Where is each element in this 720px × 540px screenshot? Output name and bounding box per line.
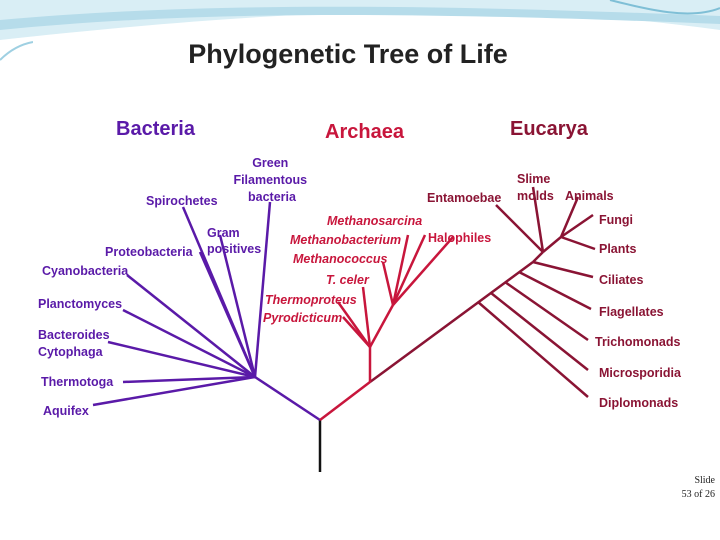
branch-cyanobacteria bbox=[126, 274, 256, 378]
label-bacteroides-line2: Cytophaga bbox=[38, 345, 104, 359]
label-proteobacteria: Proteobacteria bbox=[105, 245, 194, 259]
branch-animals bbox=[559, 196, 580, 238]
label-ciliates: Ciliates bbox=[599, 273, 644, 287]
archaea-upper-stem bbox=[368, 304, 395, 348]
label-halophiles: Halophiles bbox=[428, 231, 491, 245]
label-thermoproteus: Thermoproteus bbox=[265, 293, 357, 307]
left-wave-accent bbox=[0, 41, 34, 61]
eucarya-branches bbox=[477, 186, 596, 398]
domain-label-bacteria: Bacteria bbox=[116, 118, 196, 140]
label-pyrodicticum: Pyrodicticum bbox=[263, 311, 342, 325]
branch-planctomyces bbox=[122, 308, 256, 379]
branch-bacteroides bbox=[107, 340, 256, 379]
label-flagellates: Flagellates bbox=[599, 305, 664, 319]
label-trichomonads: Trichomonads bbox=[595, 335, 680, 349]
label-diplomonads: Diplomonads bbox=[599, 396, 678, 410]
slide-number-line1: Slide bbox=[694, 475, 715, 486]
label-entamoebae: Entamoebae bbox=[427, 191, 501, 205]
branch-fungi bbox=[560, 213, 594, 239]
label-gram-positives: Gram positives bbox=[207, 226, 261, 256]
branch-thermotoga bbox=[122, 375, 256, 384]
label-slime-molds: Slime molds bbox=[517, 172, 554, 203]
label-fungi: Fungi bbox=[599, 213, 633, 227]
label-slime-line2: molds bbox=[517, 189, 554, 203]
branch-t-celer bbox=[361, 286, 372, 348]
bacteria-trunk bbox=[254, 375, 321, 422]
label-green-filamentous: Green Filamentous bacteria bbox=[233, 156, 310, 204]
slide-number-line2: 53 of 26 bbox=[681, 489, 715, 500]
label-methanobacterium: Methanobacterium bbox=[290, 233, 401, 247]
branch-entamoebae bbox=[495, 204, 544, 253]
branch-ciliates bbox=[532, 260, 594, 279]
label-plants: Plants bbox=[599, 242, 637, 256]
label-methanosarcina: Methanosarcina bbox=[327, 214, 422, 228]
label-slime-line1: Slime bbox=[517, 172, 550, 186]
crown-stem bbox=[542, 236, 562, 253]
label-t-celer: T. celer bbox=[326, 273, 370, 287]
branch-methanococcus bbox=[381, 261, 395, 306]
archaea-eucarya-trunk bbox=[319, 381, 371, 421]
label-thermotoga: Thermotoga bbox=[41, 375, 114, 389]
label-gram-line2: positives bbox=[207, 242, 261, 256]
tree-figure: Phylogenetic Tree of Life Bacteria Archa… bbox=[33, 37, 690, 473]
domain-label-archaea: Archaea bbox=[325, 121, 405, 143]
label-spirochetes: Spirochetes bbox=[146, 194, 218, 208]
page-title: Phylogenetic Tree of Life bbox=[188, 39, 508, 69]
label-green-filamentous-line1: Green bbox=[252, 156, 288, 170]
slide-number: Slide 53 of 26 bbox=[655, 474, 715, 502]
branch-diplomonads bbox=[477, 301, 589, 398]
branch-proteobacteria bbox=[198, 251, 257, 378]
label-methanococcus: Methanococcus bbox=[293, 252, 388, 266]
branch-halophiles bbox=[392, 236, 454, 306]
label-bacteroides: Bacteroides Cytophaga bbox=[38, 328, 113, 359]
branch-aquifex bbox=[92, 375, 256, 407]
phylogenetic-tree: Phylogenetic Tree of Life Bacteria Archa… bbox=[38, 39, 682, 472]
eucarya-crown-stem bbox=[532, 251, 544, 263]
bacteria-branches bbox=[92, 201, 272, 407]
label-animals: Animals bbox=[565, 189, 614, 203]
label-aquifex: Aquifex bbox=[43, 404, 89, 418]
label-gram-line1: Gram bbox=[207, 226, 240, 240]
label-bacteroides-line1: Bacteroides bbox=[38, 328, 110, 342]
branch-trichomonads bbox=[504, 280, 589, 342]
label-microsporidia: Microsporidia bbox=[599, 366, 682, 380]
archaea-branches bbox=[336, 234, 454, 348]
domain-label-eucarya: Eucarya bbox=[510, 118, 589, 140]
branch-gram-positives bbox=[218, 234, 257, 378]
branch-methanosarcina bbox=[391, 234, 427, 306]
branch-methanobacterium bbox=[391, 234, 410, 306]
branch-plants bbox=[560, 235, 596, 251]
branch-flagellates bbox=[518, 270, 592, 311]
branch-microsporidia bbox=[490, 292, 589, 371]
label-green-filamentous-line3: bacteria bbox=[248, 190, 297, 204]
label-planctomyces: Planctomyces bbox=[38, 297, 122, 311]
top-wave-accent bbox=[609, 0, 720, 15]
top-wave-line bbox=[0, 6, 720, 30]
label-green-filamentous-line2: Filamentous bbox=[233, 173, 307, 187]
eucarya-trunk bbox=[369, 260, 534, 384]
branch-pyrodicticum bbox=[342, 316, 371, 348]
label-cyanobacteria: Cyanobacteria bbox=[42, 264, 129, 278]
branch-green-filamentous bbox=[253, 201, 272, 378]
branch-slime-molds bbox=[531, 186, 545, 253]
